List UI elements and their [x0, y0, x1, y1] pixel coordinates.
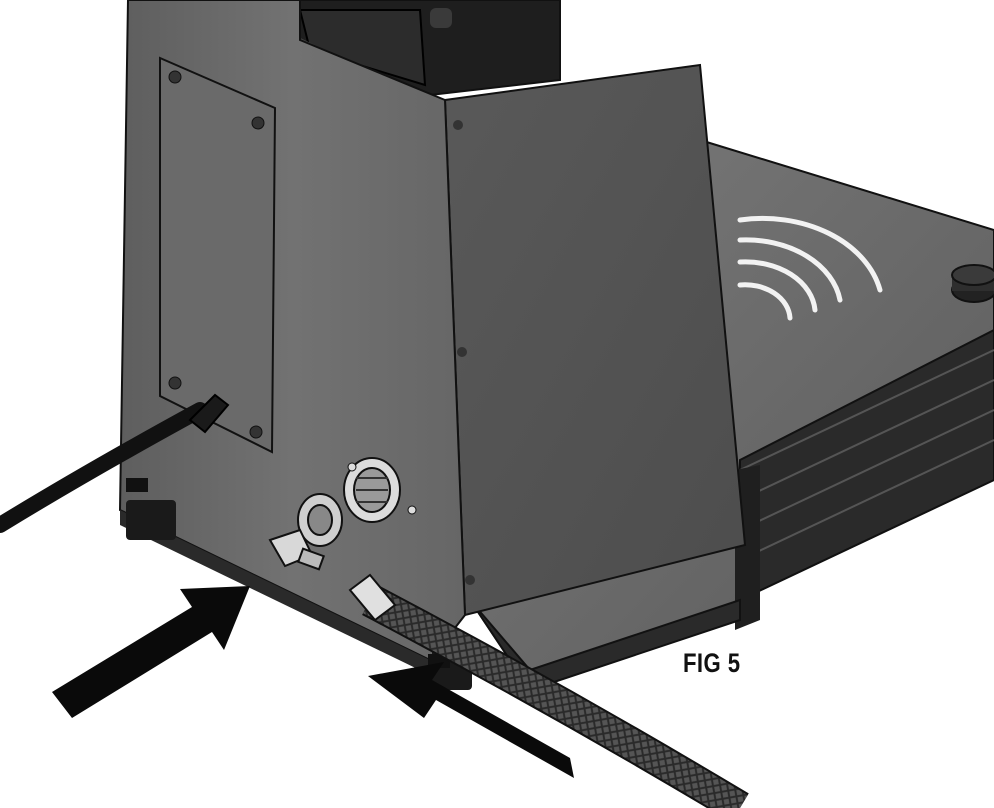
- leveling-foot: [951, 264, 994, 303]
- grate-rings: [737, 215, 883, 321]
- right-arrow: [368, 662, 574, 778]
- cabinet-side-panel: [443, 63, 747, 617]
- indicator-arrows: [52, 586, 574, 778]
- left-arrow: [52, 586, 250, 718]
- figure-label: FIG 5: [683, 648, 741, 678]
- connector-socket: [343, 457, 417, 523]
- gas-fitting: [268, 493, 343, 571]
- braided-hose: [348, 573, 749, 808]
- access-panel: [159, 56, 277, 454]
- power-cord: [0, 393, 230, 533]
